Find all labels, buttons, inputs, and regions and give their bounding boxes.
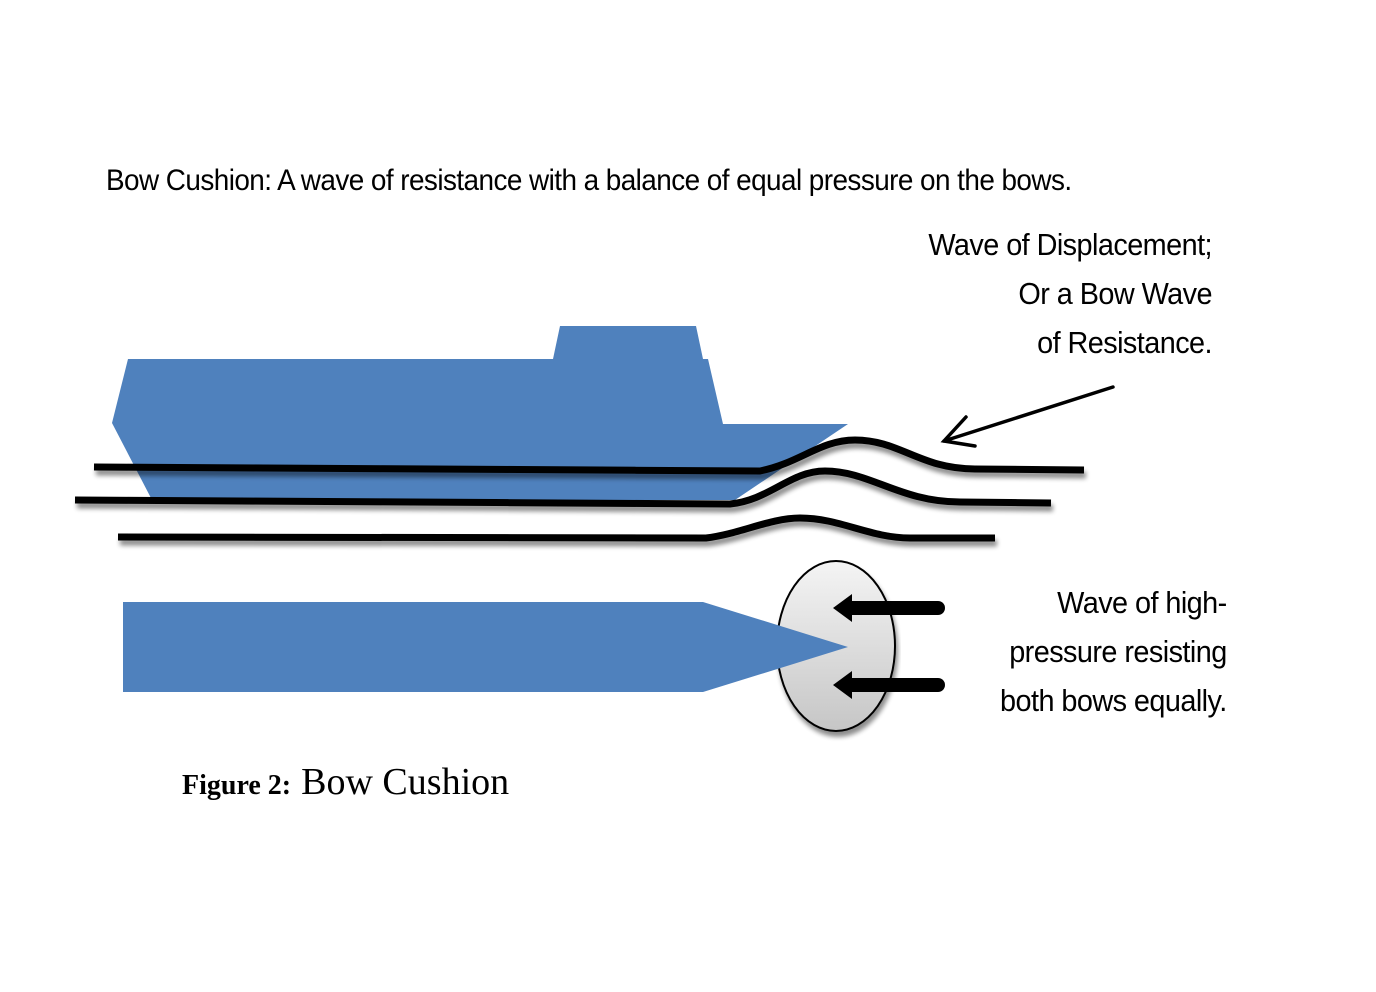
diagram-heading: Bow Cushion: A wave of resistance with a… [106,164,1072,197]
callout-line: pressure resisting [1009,634,1228,669]
wave-line-middle [74,467,1052,508]
high-pressure-callout: Wave of high- pressure resisting both bo… [1000,578,1227,725]
pressure-arrow-lower [833,671,945,699]
figure-label: Figure 2: [182,770,292,801]
callout-line: Wave of high- [1057,585,1227,620]
callout-line: of Resistance. [1037,325,1212,360]
pressure-arrow-upper [833,594,945,622]
wave-line-top [93,436,1085,475]
callout-line: both bows equally. [1000,683,1227,718]
displacement-callout: Wave of Displacement; Or a Bow Wave of R… [928,220,1212,367]
ship-side-view [112,326,848,500]
callout-line: Or a Bow Wave [1018,276,1212,311]
wave-line-bottom [117,514,995,542]
displacement-arrow [940,385,1115,448]
ship-top-view [123,602,848,692]
figure-title: Bow Cushion [301,761,510,803]
figure-caption: Figure 2: Bow Cushion [182,760,509,804]
callout-line: Wave of Displacement; [928,227,1212,262]
pressure-arrows [833,594,945,699]
